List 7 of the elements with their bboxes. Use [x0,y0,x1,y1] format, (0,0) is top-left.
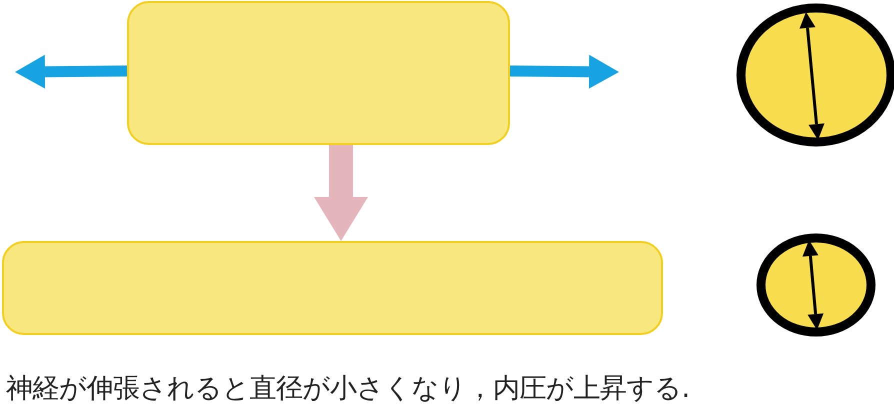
block-arrow [314,145,368,241]
arrow [510,54,619,89]
arrow [15,54,128,89]
process-box [127,1,510,145]
caption: 神経が伸張されると直径が小さくなり，内圧が上昇する. [6,372,690,406]
process-box [2,241,663,335]
cross-section-ellipse [756,233,876,337]
